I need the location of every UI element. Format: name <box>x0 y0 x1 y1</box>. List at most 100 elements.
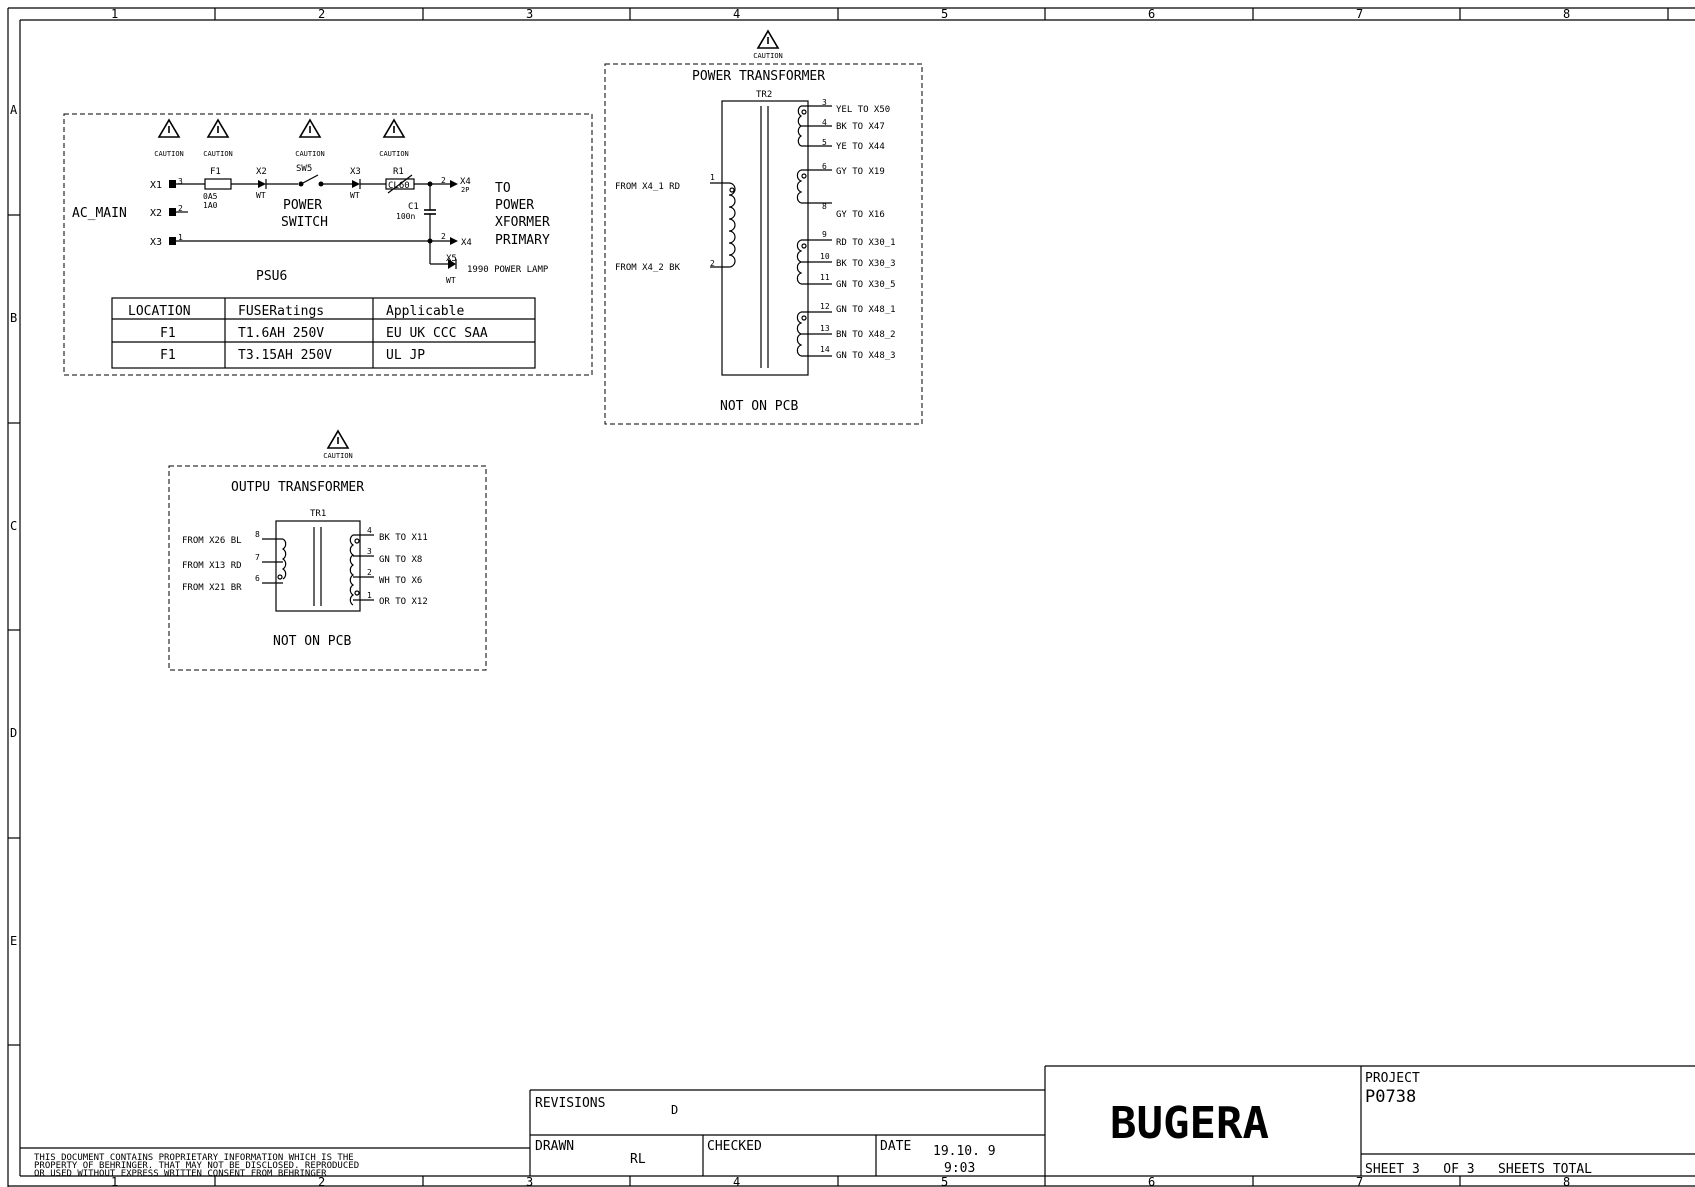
col-label: 8 <box>1563 7 1570 21</box>
pin-label: 1 <box>178 233 183 242</box>
svg-text:WT: WT <box>350 191 360 200</box>
pin-label: 3 <box>178 177 183 186</box>
svg-text:TO: TO <box>495 181 511 196</box>
caution-icon: CAUTION <box>203 118 233 158</box>
svg-text:CAUTION: CAUTION <box>295 150 325 158</box>
time-value: 9:03 <box>944 1161 975 1176</box>
table-header: LOCATION <box>128 304 191 319</box>
svg-text:7: 7 <box>255 553 260 562</box>
disclaimer-line: OR USED WITHOUT EXPRESS WRITTEN CONSENT … <box>34 1169 327 1179</box>
caution-icon: CAUTION <box>379 118 409 158</box>
svg-text:4: 4 <box>367 526 372 535</box>
col-label: 8 <box>1563 1175 1570 1187</box>
svg-text:12: 12 <box>820 302 830 311</box>
secondary-wire-label: BK TO X30_3 <box>836 259 896 269</box>
revisions-label: REVISIONS <box>535 1096 605 1111</box>
caution-icon: CAUTION <box>323 429 353 460</box>
table-cell: UL JP <box>386 348 425 363</box>
svg-text:POWER: POWER <box>283 198 322 213</box>
svg-text:4: 4 <box>822 118 827 127</box>
svg-text:SWITCH: SWITCH <box>281 215 328 230</box>
disclaimer-line: PROPERTY OF BEHRINGER. THAT MAY NOT BE D… <box>34 1161 359 1171</box>
capacitor-c1 <box>424 184 436 264</box>
connector-x3-wt <box>352 179 386 189</box>
svg-text:2: 2 <box>441 232 446 241</box>
drawn-label: DRAWN <box>535 1139 574 1154</box>
fuse-value: 0A5 <box>203 192 218 201</box>
svg-text:TR2: TR2 <box>756 90 772 100</box>
svg-text:X5: X5 <box>446 254 457 264</box>
connector-label: X3 <box>150 237 162 248</box>
secondary-wire-label: BK TO X11 <box>379 533 428 543</box>
ac-main-label: AC_MAIN <box>72 206 127 221</box>
lamp-label: 1990 POWER LAMP <box>467 265 549 275</box>
col-label: 1 <box>111 7 118 21</box>
svg-text:2: 2 <box>441 176 446 185</box>
svg-text:1: 1 <box>710 173 715 182</box>
secondary-wire-label: GN TO X8 <box>379 555 422 565</box>
date-value: 19.10. 9 <box>933 1144 996 1159</box>
svg-text:10: 10 <box>820 252 830 261</box>
table-cell: T3.15AH 250V <box>238 348 332 363</box>
svg-text:XFORMER: XFORMER <box>495 215 550 230</box>
col-label: 1 <box>111 1175 118 1187</box>
output-transformer-block: OUTPU TRANSFORMER TR1 8 7 6 4 3 2 1 <box>168 465 487 671</box>
col-label: 6 <box>1148 7 1155 21</box>
svg-text:X4: X4 <box>460 177 471 187</box>
row-label: E <box>10 934 17 948</box>
svg-text:2P: 2P <box>461 186 469 194</box>
svg-text:13: 13 <box>820 324 830 333</box>
col-label: 2 <box>318 7 325 21</box>
connector-x4b <box>450 237 458 245</box>
secondary-wire-label: GY TO X16 <box>836 210 885 220</box>
svg-text:CL60: CL60 <box>388 181 410 191</box>
connector-label: X2 <box>150 208 162 219</box>
col-label: 7 <box>1356 7 1363 21</box>
svg-text:PRIMARY: PRIMARY <box>495 233 550 248</box>
svg-text:WT: WT <box>256 191 266 200</box>
secondary-wire-label: WH TO X6 <box>379 576 422 586</box>
power-transformer-block: POWER TRANSFORMER TR2 FROM X4_1 RD 1 FRO… <box>604 63 923 425</box>
svg-text:POWER: POWER <box>495 198 534 213</box>
secondary-wire-label: BK TO X47 <box>836 122 885 132</box>
svg-text:X4: X4 <box>461 238 472 248</box>
col-label: 5 <box>941 1175 948 1187</box>
drawn-value: RL <box>630 1152 646 1167</box>
svg-text:8: 8 <box>822 202 827 211</box>
svg-text:11: 11 <box>820 273 830 282</box>
col-label: 3 <box>526 7 533 21</box>
block-title: OUTPU TRANSFORMER <box>231 480 364 495</box>
svg-text:C1: C1 <box>408 202 419 212</box>
checked-label: CHECKED <box>707 1139 762 1154</box>
svg-text:CAUTION: CAUTION <box>753 52 783 60</box>
svg-text:9: 9 <box>822 230 827 239</box>
row-label: D <box>10 726 17 740</box>
svg-text:R1: R1 <box>393 167 404 177</box>
revisions-value: D <box>671 1103 678 1117</box>
col-label: 6 <box>1148 1175 1155 1187</box>
secondary-wire-label: OR TO X12 <box>379 597 428 607</box>
svg-text:CAUTION: CAUTION <box>203 150 233 158</box>
disclaimer-line: THIS DOCUMENT CONTAINS PROPRIETARY INFOR… <box>34 1153 354 1163</box>
table-cell: T1.6AH 250V <box>238 326 324 341</box>
svg-text:TR1: TR1 <box>310 509 326 519</box>
table-header: Applicable <box>386 304 464 319</box>
caution-icon: CAUTION <box>295 118 325 158</box>
not-on-pcb-note: NOT ON PCB <box>720 399 798 414</box>
not-on-pcb-note: NOT ON PCB <box>273 634 351 649</box>
svg-text:WT: WT <box>446 276 456 285</box>
svg-text:SW5: SW5 <box>296 164 312 174</box>
fuse-value: 1A0 <box>203 201 218 210</box>
fuse-table <box>111 297 536 369</box>
fuse-ref: F1 <box>210 167 221 177</box>
connector-label: X1 <box>150 180 162 191</box>
secondary-wire-label: GN TO X48_1 <box>836 305 896 315</box>
title-block <box>20 1065 1695 1176</box>
table-cell: F1 <box>160 348 176 363</box>
svg-text:FROM X4_2 BK: FROM X4_2 BK <box>615 263 681 273</box>
primary-wire-label: FROM X26 BL <box>182 536 242 546</box>
caution-icon: CAUTION <box>753 29 783 60</box>
col-label: 5 <box>941 7 948 21</box>
svg-text:3: 3 <box>367 547 372 556</box>
